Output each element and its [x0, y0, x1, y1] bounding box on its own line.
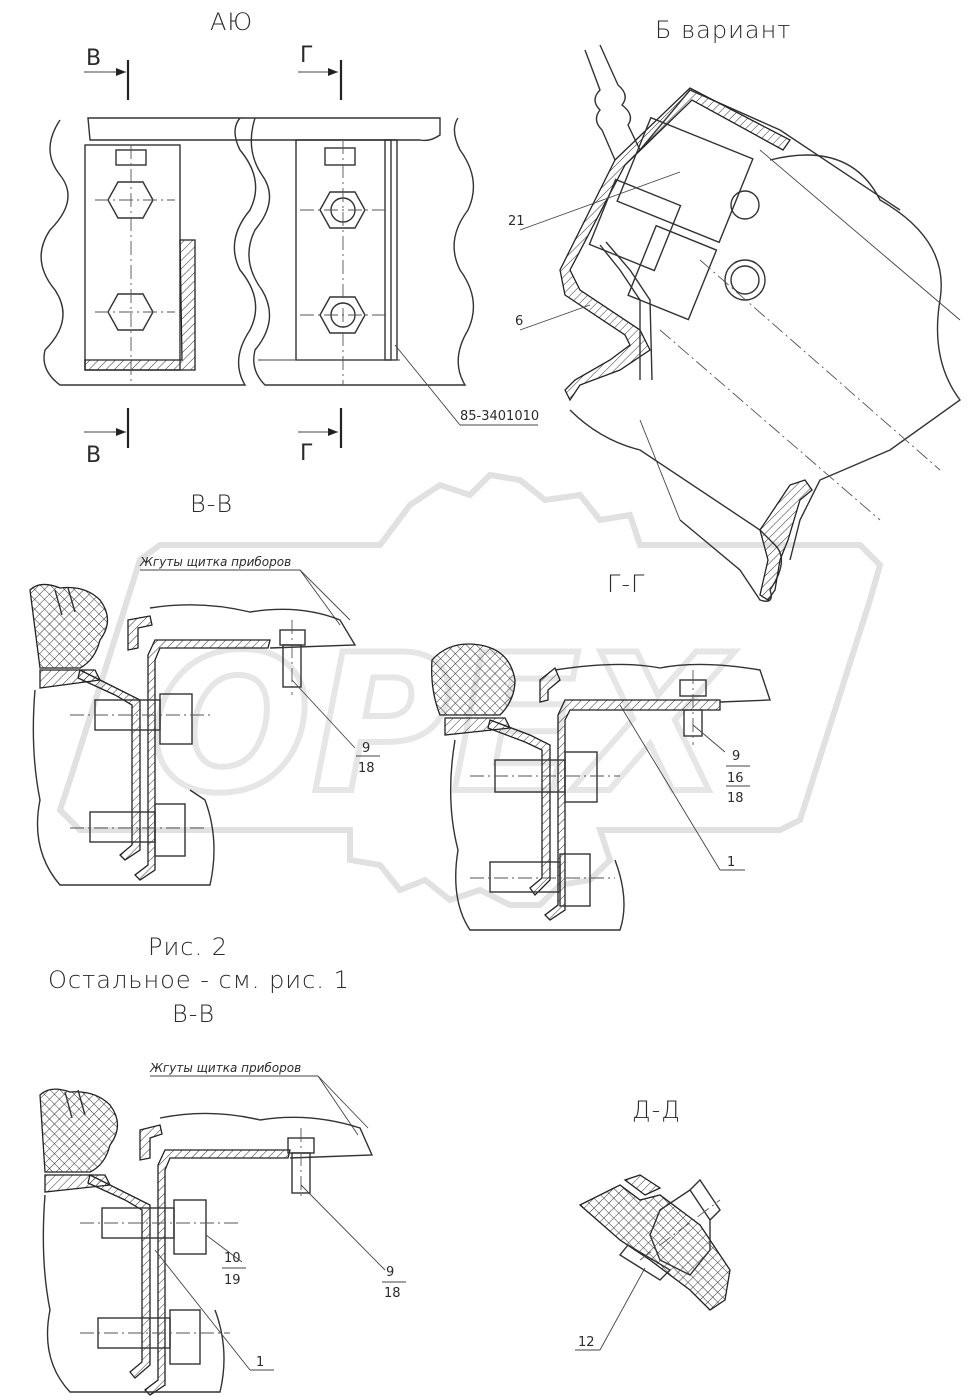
ref-vv-18: 18 [358, 761, 375, 776]
harness-note-bottom: Жгуты щитка приборов [149, 1061, 301, 1075]
section-v-label-top: В [86, 46, 101, 71]
view-b-title: Б вариант [655, 16, 791, 44]
section-vv-top: В-В Жгуты щитка приборов 9 18 [29, 490, 380, 886]
figure-caption-title: Рис. 2 [148, 933, 228, 961]
section-dd-title: Д-Д [632, 1096, 681, 1124]
watermark-text: OPEX [150, 614, 736, 835]
section-vv-top-title: В-В [190, 490, 233, 518]
section-gg-title: Г-Г [607, 570, 645, 598]
ref-b-19: 19 [224, 1273, 241, 1288]
section-g-label-top: Г [300, 43, 313, 68]
section-gg: Г-Г 9 16 18 1 [431, 570, 771, 931]
harness-note-top: Жгуты щитка приборов [139, 555, 291, 569]
gear-icon [56, 471, 884, 908]
ref-vv-9: 9 [362, 741, 370, 756]
view-a-title: АЮ [210, 8, 253, 36]
section-vv-bottom-title: В-В [172, 1000, 215, 1028]
figure-caption: Рис. 2 Остальное - см. рис. 1 В-В [48, 933, 350, 1028]
ref-85: 85-3401010 [460, 409, 539, 424]
section-dd: Д-Д 12 [575, 1096, 731, 1351]
ref-b-10: 10 [224, 1251, 241, 1266]
ref-gg-18: 18 [727, 791, 744, 806]
ref-b-1: 1 [256, 1355, 264, 1370]
view-b: Б вариант 21 6 [508, 16, 961, 602]
section-v-label-bottom: В [86, 443, 101, 468]
ref-6: 6 [515, 314, 523, 329]
section-vv-bottom: Жгуты щитка приборов 10 19 9 18 1 [39, 1061, 406, 1396]
ref-b-18: 18 [384, 1286, 401, 1301]
view-a: АЮ В В Г Г [40, 8, 539, 468]
ref-b-9: 9 [386, 1265, 394, 1280]
section-g-label-bottom: Г [300, 441, 313, 466]
ref-gg-16: 16 [727, 771, 744, 786]
ref-gg-1: 1 [727, 855, 735, 870]
ref-gg-9: 9 [732, 749, 740, 764]
ref-d-12: 12 [578, 1335, 595, 1350]
watermark: OPEX [56, 471, 884, 908]
figure-caption-note: Остальное - см. рис. 1 [48, 966, 350, 994]
ref-21: 21 [508, 214, 525, 229]
